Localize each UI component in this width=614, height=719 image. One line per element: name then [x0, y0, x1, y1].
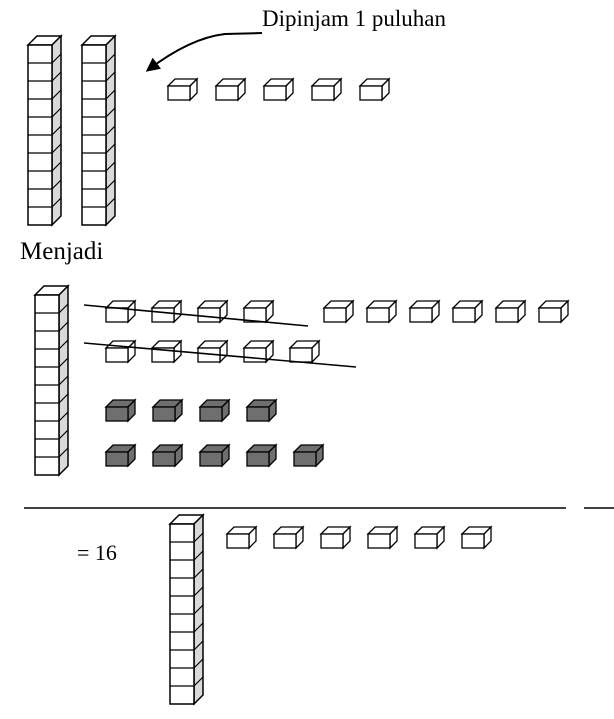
unit-cube — [245, 443, 278, 468]
middle-unit-cubes — [104, 299, 570, 364]
unit-cube — [196, 339, 229, 364]
tens-rod — [80, 34, 117, 227]
middle-tens-rod — [33, 284, 70, 477]
unit-cube — [166, 77, 199, 102]
top-unit-cubes — [166, 77, 391, 102]
unit-cube — [319, 525, 352, 550]
unit-cube — [150, 339, 183, 364]
cross-out-line — [83, 304, 309, 327]
unit-cube — [292, 443, 325, 468]
shaded-unit-cubes — [104, 398, 325, 468]
unit-cube — [494, 299, 527, 324]
unit-cube — [198, 443, 231, 468]
unit-cube — [262, 77, 295, 102]
unit-cube — [358, 77, 391, 102]
unit-cube — [242, 339, 275, 364]
unit-cube — [451, 299, 484, 324]
result-unit-cubes — [225, 525, 493, 550]
becomes-label: Menjadi — [20, 238, 104, 265]
crossed-out-lines — [83, 304, 357, 368]
unit-cube — [104, 339, 137, 364]
unit-cube — [288, 339, 321, 364]
unit-cube — [310, 77, 343, 102]
unit-cube — [104, 299, 137, 324]
unit-cube — [537, 299, 570, 324]
borrow-arrow — [145, 32, 263, 72]
result-label: = 16 — [77, 540, 117, 565]
unit-cube — [151, 398, 184, 423]
cross-out-line — [83, 342, 357, 368]
unit-cube — [365, 299, 398, 324]
unit-cube — [460, 525, 493, 550]
result-tens-rod — [168, 513, 205, 706]
top-tens-rods — [26, 34, 117, 227]
tens-rod — [168, 513, 205, 706]
unit-cube — [413, 525, 446, 550]
unit-cube — [225, 525, 258, 550]
unit-cube — [104, 443, 137, 468]
unit-cube — [196, 299, 229, 324]
unit-cube — [242, 299, 275, 324]
unit-cube — [245, 398, 278, 423]
unit-cube — [408, 299, 441, 324]
borrow-label: Dipinjam 1 puluhan — [262, 6, 446, 31]
unit-cube — [214, 77, 247, 102]
unit-cube — [322, 299, 355, 324]
tens-rod — [26, 34, 63, 227]
unit-cube — [366, 525, 399, 550]
unit-cube — [272, 525, 305, 550]
unit-cube — [151, 443, 184, 468]
unit-cube — [104, 398, 137, 423]
tens-rod — [33, 284, 70, 477]
unit-cube — [198, 398, 231, 423]
